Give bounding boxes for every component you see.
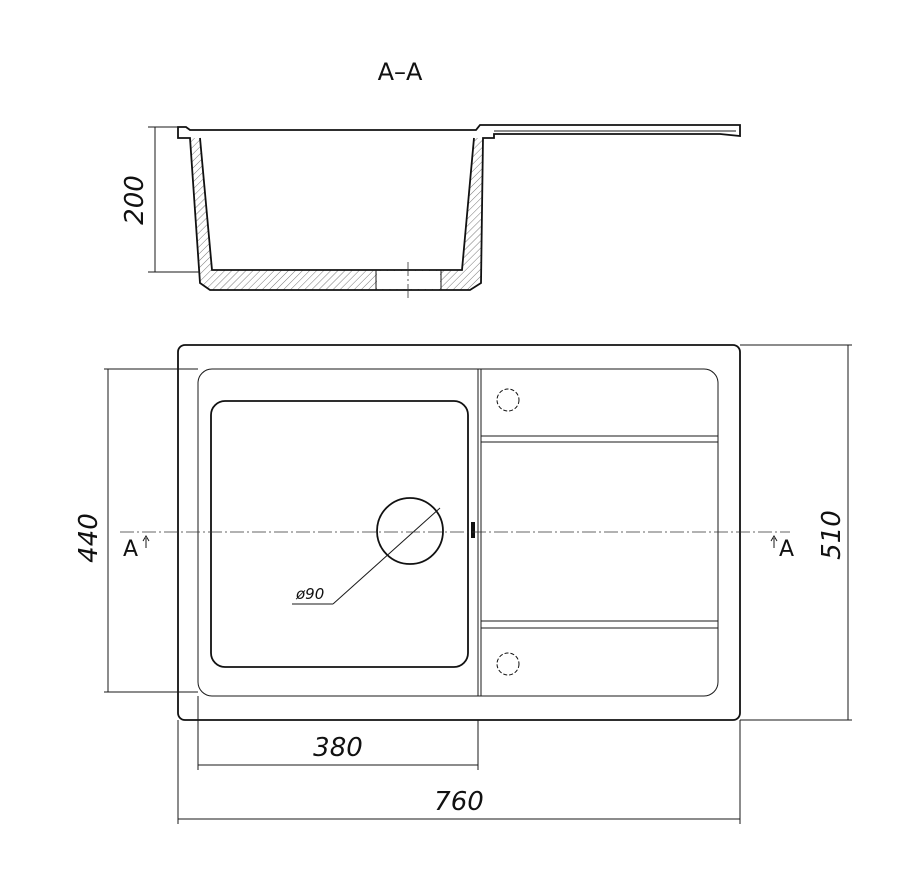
drain-hole	[376, 497, 444, 565]
bowl	[210, 400, 469, 668]
overall-length-dimension: 760	[177, 720, 741, 824]
overall-width-value: 510	[817, 510, 847, 560]
section-marker-right-label: A	[779, 537, 794, 562]
inner-width-value: 440	[74, 513, 104, 563]
tap-hole-top	[496, 388, 520, 412]
section-view: A–A 200	[120, 58, 741, 300]
section-drain-opening	[375, 262, 442, 300]
sink-inner-rim	[197, 368, 719, 697]
plan-view: ø90 A A 440 510	[74, 344, 852, 824]
bowl-length-dimension: 380	[197, 696, 479, 770]
bowl-length-value: 380	[313, 733, 363, 763]
drain-diameter-leader	[332, 507, 441, 605]
overall-length-value: 760	[434, 787, 484, 817]
section-outer-profile	[177, 124, 741, 291]
inner-width-dimension: 440	[74, 368, 198, 693]
depth-dimension: 200	[120, 126, 200, 273]
drain-diameter-value: ø90	[295, 585, 324, 603]
section-marker-left: A	[123, 535, 150, 562]
overall-width-dimension: 510	[740, 344, 852, 721]
section-title: A–A	[378, 58, 423, 86]
section-inner-profile	[199, 137, 475, 271]
overflow-slot	[471, 522, 475, 538]
section-marker-left-label: A	[123, 537, 138, 562]
depth-value: 200	[120, 175, 150, 225]
tap-hole-bottom	[496, 652, 520, 676]
section-marker-right: A	[770, 535, 794, 562]
section-wall-hatch	[190, 138, 483, 290]
sink-outer-rim	[177, 344, 741, 721]
